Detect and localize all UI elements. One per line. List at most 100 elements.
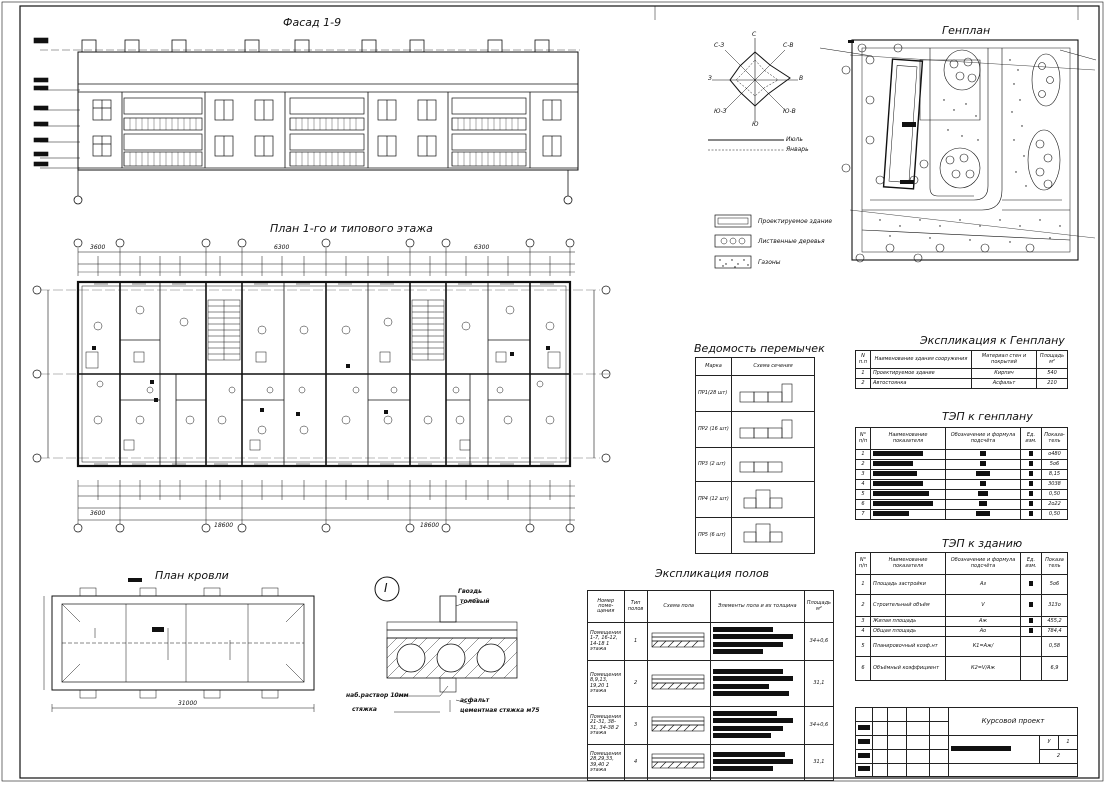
tb-row-formula: Аж [945,616,1021,627]
tb-header-value: Показа тель [1041,552,1068,575]
lintels-header-scheme: Схема сечения [731,357,815,376]
node-label-left2: стяжка [352,706,377,713]
ge-header-mat: Материал стен и покрытий [971,350,1037,369]
tg-row-value: 2о22 [1041,499,1068,510]
floor-scheme [646,706,711,745]
tg-row-formula [945,499,1021,510]
legend-trees: Лиственные деревья [758,238,825,245]
stamp-cell [929,707,949,722]
dim-bot-3: 18600 [420,522,440,529]
stamp-project: Курсовой проект [948,707,1078,736]
stamp-cell [872,749,888,764]
tg-row-name [870,499,946,510]
inner-frame [19,5,1100,779]
lintel-mark: ПР4 (12 шт) [695,481,732,518]
tb-row-unit [1020,574,1042,595]
tb-row-n: 5 [855,636,871,657]
lintel-mark: ПР3 (2 шт) [695,447,732,482]
dim-top-2: 6300 [274,244,290,251]
ge-row-area: 540 [1036,368,1068,379]
tep-building-title: ТЭП к зданию [942,537,1023,550]
tb-row-name: Объёмный коэффициент [870,656,946,681]
tg-row-n: 5 [855,489,871,500]
lintel-mark: ПР2 (16 шт) [695,411,732,448]
tb-row-unit [1020,656,1042,681]
tg-row-n: 2 [855,459,871,470]
tg-row-unit [1020,499,1042,510]
tg-row-name [870,479,946,490]
ge-row-n: 2 [855,378,871,389]
genplan-expl-table: N п.п Наименование здания сооружения Мат… [855,350,1068,389]
tg-row-unit [1020,509,1042,520]
floor-plan [32,238,611,533]
lintels-title: Ведомость перемычек [694,342,825,355]
tg-header-n: N° п/п [855,427,871,450]
stamp-cell [872,707,888,722]
genplan-expl-title: Экспликация к Генплану [920,334,1065,347]
floors-title: Экспликация полов [655,567,770,580]
stamp-cell [887,707,907,722]
stamp-cell [872,735,888,750]
genplan-legend [714,214,752,269]
floor-type: 3 [623,706,648,745]
tg-row-value: 0,50 [1041,489,1068,500]
stamp-cell [906,763,930,777]
title-block: Курсовой проект У 1 2 [855,707,1078,777]
floor-area: 34+0,6 [803,622,835,661]
floor-area: 31,1 [803,660,835,707]
tg-row-n: 4 [855,479,871,490]
tb-row-n: 2 [855,594,871,617]
genplan-site [819,39,1097,263]
ge-header-name: Наименование здания сооружения [870,350,972,369]
stamp-cell [855,707,873,722]
tep-building-table: N° п/п Наименование показателя Обозначен… [855,552,1068,681]
floors-header-scheme: Схема пола [646,590,711,623]
floor-elements [709,706,805,745]
tb-row-value: 313о [1041,594,1068,617]
stamp-cell [887,721,907,736]
tb-row-formula: К2=V/Аж [945,656,1021,681]
wind-e: В [799,75,804,82]
stamp-cell [906,721,930,736]
tg-row-n: 6 [855,499,871,510]
tb-header-name: Наименование показателя [870,552,946,575]
roof-plan [43,578,315,712]
tg-row-formula [945,479,1021,490]
tb-row-n: 1 [855,574,871,595]
tg-row-name [870,449,946,460]
floor-rooms: Помещения 28,29,33, 39,40 2 этажа [587,744,625,781]
tg-row-name [870,509,946,520]
wind-sw: Ю-З [714,108,727,115]
lintel-scheme [731,411,815,448]
wind-s: Ю [752,121,759,128]
wind-n: С [752,31,757,38]
tb-row-value: 0,58 [1041,636,1068,657]
tg-row-unit [1020,469,1042,480]
wind-nw: С-З [714,42,725,49]
ge-row-n: 1 [855,368,871,379]
tb-row-n: 4 [855,626,871,637]
floor-area: 31,1 [803,744,835,781]
stamp-cell [948,763,1078,777]
lintel-scheme [731,481,815,518]
node-label-right1: асфальт [460,697,490,704]
floor-elements [709,660,805,707]
tg-row-name [870,489,946,500]
tep-genplan-table: N° п/п Наименование показателя Обозначен… [855,427,1068,520]
tg-row-name [870,469,946,480]
floor-scheme [646,744,711,781]
ge-row-area: 210 [1036,378,1068,389]
floor-elements [709,744,805,781]
tb-row-unit [1020,616,1042,627]
wind-w: З [708,75,712,82]
lintel-mark: ПР5 (6 шт) [695,517,732,554]
stamp-cell [855,735,873,750]
node-label-left1: наб.раствор 10мм [346,692,409,699]
wind-se: Ю-В [783,108,796,115]
tb-header-n: N° п/п [855,552,871,575]
node-label-right2: цементная стяжка м75 [460,707,540,714]
tg-row-value: о480 [1041,449,1068,460]
stamp-cell [929,735,949,750]
stamp-cell [855,749,873,764]
